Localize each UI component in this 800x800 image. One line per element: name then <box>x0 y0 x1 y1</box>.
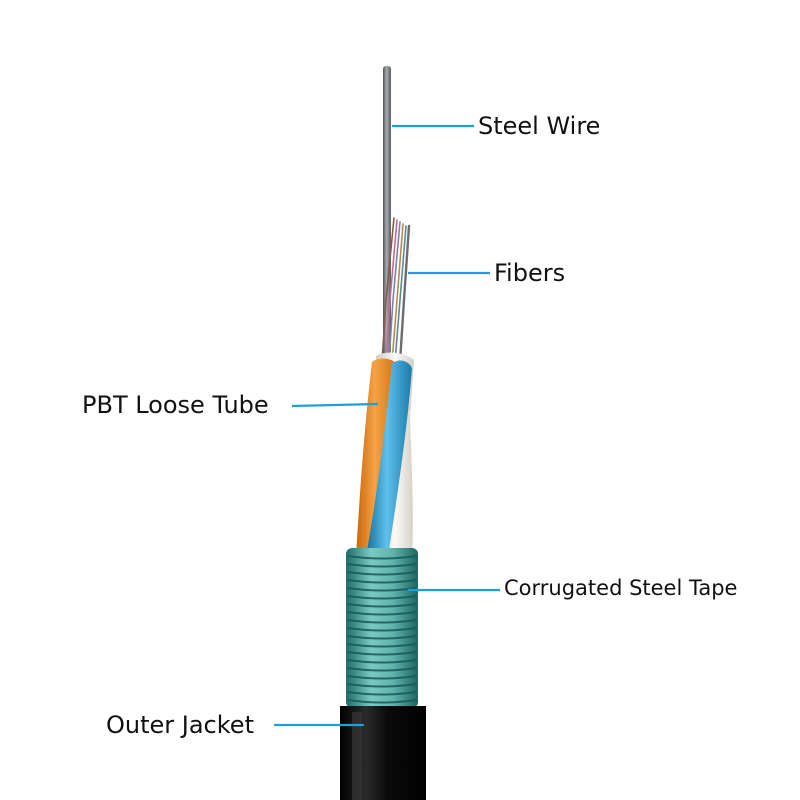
corrugation-ridge <box>347 667 417 672</box>
fibers-shape <box>381 217 411 364</box>
corrugation-ridge <box>347 571 417 576</box>
corrugation-ridge <box>347 651 417 656</box>
corrugation-ridge <box>347 675 417 680</box>
corrugation-ridge <box>347 611 417 616</box>
leader-lines <box>274 124 500 727</box>
corrugation-ridge <box>347 635 417 640</box>
corrugation-ridge <box>347 691 417 696</box>
corrugation-ridge <box>347 699 417 704</box>
corrugation-ridge <box>347 643 417 648</box>
steel-wire-shape <box>383 66 391 366</box>
leader-pbt-loose-tube <box>291 402 379 408</box>
label-outer-jacket: Outer Jacket <box>106 711 254 739</box>
corrugation-ridge <box>347 619 417 624</box>
label-steel-wire: Steel Wire <box>478 112 601 140</box>
corrugated-steel-tape-shape <box>346 548 418 708</box>
corrugation-ridge <box>347 563 417 568</box>
corrugation-ridge <box>347 579 417 584</box>
corrugation-ridge <box>347 627 417 632</box>
label-fibers: Fibers <box>494 259 566 287</box>
corrugation-ridge <box>347 587 417 592</box>
corrugation-ridge <box>347 603 417 608</box>
label-corrugated-steel-tape: Corrugated Steel Tape <box>504 576 738 600</box>
label-pbt-loose-tube: PBT Loose Tube <box>82 391 269 419</box>
corrugation-ridge <box>347 659 417 664</box>
pbt-loose-tube-blue <box>366 360 412 556</box>
corrugation-ridge <box>347 683 417 688</box>
corrugation-ridge <box>347 595 417 600</box>
corrugation-ridge <box>347 555 417 560</box>
